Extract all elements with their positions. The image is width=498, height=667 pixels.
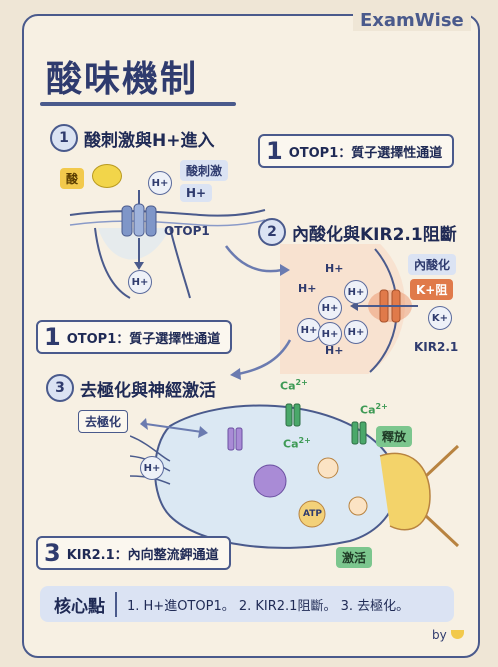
step1-label: 酸刺激與H+進入: [84, 130, 215, 151]
membrane-inner-line: [69, 219, 266, 227]
otop1-box-mid-text: OTOP1：質子選擇性通道: [66, 331, 221, 347]
calcium-label-top: Ca2+: [280, 378, 308, 393]
depolarization-tag: 去極化: [78, 410, 129, 433]
step3-number: 3: [46, 374, 74, 402]
atp-label: ATP: [303, 509, 323, 519]
banana-icon: [451, 630, 464, 639]
h-ion-step1-top: H+: [148, 171, 172, 195]
summary-heading: 核心點: [40, 591, 117, 617]
step1-heading: 1 酸刺激與H+進入: [50, 124, 214, 152]
depolarization-arrow: [140, 418, 208, 438]
step2-heading: 2 內酸化與KIR2.1阻斷: [258, 218, 457, 246]
calcium-label-right: Ca2+: [360, 402, 388, 417]
h-plus-tag: H+: [180, 184, 213, 202]
cell-wall-left: [94, 227, 131, 299]
internal-acidification-tag: 內酸化: [408, 254, 457, 275]
step1-illustration: [69, 190, 266, 299]
otop1-channel-mid: [133, 203, 145, 237]
calcium-label-inside: Ca2+: [283, 436, 311, 451]
kir2-1-info-box: 3 KIR2.1：內向整流鉀通道: [36, 536, 231, 570]
otop1-info-box-mid: 1 OTOP1：質子選擇性通道: [36, 320, 233, 354]
afferent-nerve: [379, 452, 431, 531]
h-ion-step2-8: H+: [325, 344, 344, 357]
step2-number: 2: [258, 218, 286, 246]
k-block-tag: K+阻: [410, 279, 454, 300]
otop1-box-top-text: OTOP1：質子選擇性通道: [288, 145, 443, 161]
otop1-info-box-top: 1 OTOP1：質子選擇性通道: [258, 134, 455, 168]
otop1-channel-left: [121, 205, 133, 237]
step3-illustration: [130, 403, 460, 549]
h-ion-step2-6: H+: [318, 322, 342, 346]
sour-label: 酸: [60, 168, 85, 189]
k-ion: K+: [428, 306, 452, 330]
channel-purple-a: [227, 427, 235, 451]
calcium-label-inside-charge: 2+: [298, 436, 311, 445]
otop1-channel-label: OTOP1: [164, 224, 210, 238]
h-ion-step2-7: H+: [344, 320, 368, 344]
membrane-outer-line: [69, 209, 266, 217]
kir2-1-label: KIR2.1: [414, 340, 459, 354]
atp-vesicle: [298, 500, 326, 528]
otop1-channel-right: [145, 205, 157, 237]
byline: by: [432, 628, 447, 642]
influx-arrowhead: [134, 262, 144, 270]
vesicle-1: [317, 457, 339, 479]
h-ion-step2-1: H+: [325, 262, 344, 275]
lemon-icon: [92, 164, 122, 188]
vesicle-2: [348, 496, 368, 516]
arrow-step1-to-step2: [224, 245, 290, 276]
kir2-1-box-number: 3: [44, 539, 61, 567]
release-tag: 釋放: [376, 426, 413, 447]
calcium-label-inside-text: Ca: [283, 437, 299, 451]
page-title: 酸味機制: [46, 59, 199, 100]
calcium-channel-c: [351, 421, 359, 445]
summary-bar: 核心點 1. H+進OTOP1。 2. KIR2.1阻斷。 3. 去極化。: [40, 586, 454, 622]
calcium-label-top-text: Ca: [280, 379, 296, 393]
calcium-channel-a: [285, 403, 293, 427]
title-underline: [40, 102, 236, 106]
arrow-step2-to-step3: [230, 339, 292, 380]
h-ion-step3: H+: [140, 456, 164, 480]
calcium-label-right-charge: 2+: [375, 402, 388, 411]
calcium-label-top-charge: 2+: [295, 378, 308, 387]
step3-heading: 3 去極化與神經激活: [46, 374, 216, 402]
channel-purple-b: [235, 427, 243, 451]
activation-tag: 激活: [336, 547, 373, 568]
step3-label: 去極化與神經激活: [80, 380, 216, 401]
step2-label: 內酸化與KIR2.1阻斷: [292, 224, 457, 245]
calcium-channel-d: [359, 421, 367, 445]
calcium-channel-b: [293, 403, 301, 427]
otop1-box-mid-number: 1: [44, 323, 61, 351]
nerve-fiber-2: [424, 514, 460, 548]
h-ion-step2-2: H+: [298, 282, 317, 295]
nerve-fiber-1: [424, 444, 460, 478]
h-ion-step2-3: H+: [318, 296, 342, 320]
kir2-1-box-text: KIR2.1：內向整流鉀通道: [66, 547, 219, 563]
calcium-label-right-text: Ca: [360, 403, 376, 417]
microvilli-1: [130, 435, 171, 462]
summary-body: 1. H+進OTOP1。 2. KIR2.1阻斷。 3. 去極化。: [127, 598, 410, 614]
nucleus: [253, 464, 287, 498]
brand-logo: ExamWise: [353, 10, 471, 31]
h-ion-step2-4: H+: [344, 280, 368, 304]
cell-wall-right: [169, 227, 191, 299]
step1-number: 1: [50, 124, 78, 152]
otop1-box-top-number: 1: [266, 137, 283, 165]
acid-stimulus-tag: 酸刺激: [180, 160, 229, 181]
h-ion-step1-inside: H+: [128, 270, 152, 294]
